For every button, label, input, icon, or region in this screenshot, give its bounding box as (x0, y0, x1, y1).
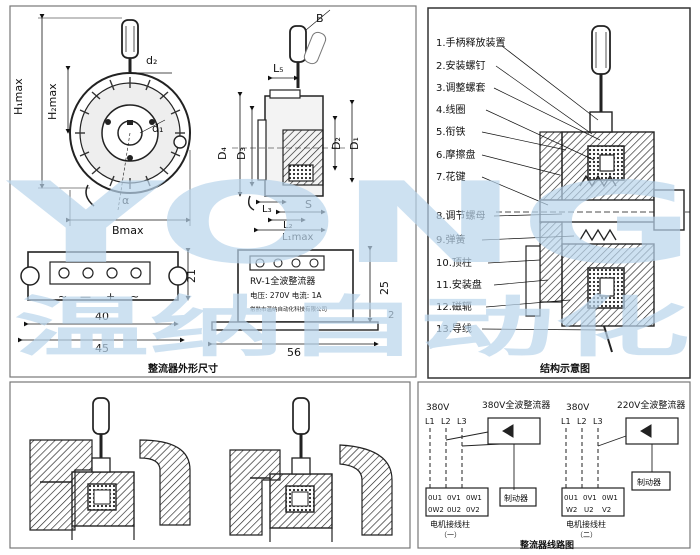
brake-front-view (38, 14, 191, 226)
wiring1-b3: 0V2 (466, 506, 480, 514)
wiring1-label: 电机接线柱 (430, 519, 470, 529)
watermark-latin: YONG (4, 159, 696, 289)
wiring2-rectifier: 220V全波整流器 (617, 399, 685, 411)
wiring1-l3: L3 (457, 417, 467, 426)
part-leader-lines (481, 45, 605, 331)
wiring2-brake: 制动器 (637, 477, 661, 487)
part-13: 13.导线 (436, 322, 472, 335)
wiring2-b2: U2 (584, 506, 594, 514)
rectifier-plate-title: RV-1全波整流器 (250, 275, 315, 287)
part-8: 8.调节螺母 (436, 210, 486, 222)
installation-view-left (29, 397, 191, 540)
part-12: 12.磁轭 (436, 300, 472, 313)
rectifier-sign-3: + (106, 290, 115, 303)
wiring1-l1: L1 (425, 417, 435, 426)
wiring2-t2: 0V1 (583, 494, 597, 502)
wiring1-voltage: 380V (426, 403, 450, 413)
wiring2-l2: L2 (577, 417, 587, 426)
dim-45: 45 (95, 342, 109, 355)
label-h2max: H₂max (46, 83, 59, 120)
dim-21: 21 (185, 269, 198, 283)
caption-wiring: 整流器线路图 (519, 539, 574, 551)
panel-dimensions (9, 5, 417, 378)
caption-rectifier: 整流器外形尺寸 (147, 362, 218, 375)
part-11: 11.安装盘 (436, 278, 482, 291)
rectifier-front-view (18, 248, 191, 343)
label-alpha: α (122, 194, 129, 207)
wiring1-rectifier: 380V全波整流器 (482, 399, 550, 411)
caption-structure: 结构示意图 (540, 362, 590, 375)
dim-25: 25 (378, 281, 391, 295)
label-d2-small: d₂ (146, 54, 157, 67)
part-5: 5.衔铁 (436, 125, 466, 138)
wiring-diagram-2 (561, 417, 679, 517)
rectifier-sign-2: — (80, 290, 91, 303)
wiring1-t2: 0V1 (447, 494, 461, 502)
rectifier-sign-1: ~ (58, 290, 67, 303)
wiring2-t3: 0W1 (602, 494, 618, 502)
rectifier-side-view (208, 246, 379, 347)
wiring1-b1: 0W2 (428, 506, 444, 514)
panel-installation (9, 381, 411, 549)
brake-side-view (232, 9, 355, 233)
wiring2-b1: W2 (566, 506, 577, 514)
wiring2-t1: 0U1 (564, 494, 578, 502)
wiring2-label: 电机接线柱 (566, 519, 606, 529)
part-4: 4.线圈 (436, 103, 466, 116)
wiring1-index: （一） (440, 531, 461, 539)
part-3: 3.调整螺套 (436, 81, 486, 94)
label-l5: L₅ (273, 62, 284, 75)
panel-structure (427, 7, 691, 379)
label-b: B (316, 12, 324, 25)
label-h1max: H₁max (12, 78, 25, 115)
label-l2: L₂ (283, 220, 293, 231)
part-7: 7.花键 (436, 170, 466, 183)
part-10: 10.顶柱 (436, 256, 472, 269)
part-1: 1.手柄释放装置 (436, 36, 506, 49)
label-l1max: L₁max (282, 232, 313, 243)
wiring1-brake: 制动器 (504, 493, 528, 503)
panel-wiring (417, 381, 691, 549)
label-bmax: Bmax (112, 224, 144, 237)
label-d1-cap: D₁ (348, 137, 361, 150)
part-2: 2.安装螺钉 (436, 59, 486, 72)
label-d1-small: d₁ (152, 122, 163, 135)
dim-40: 40 (95, 310, 109, 323)
wiring-diagram-1 (425, 417, 541, 517)
label-l3: L₃ (262, 204, 272, 215)
rectifier-plate-spec: 电压: 270V 电流: 1A (250, 290, 322, 300)
wiring1-t1: 0U1 (428, 494, 442, 502)
rectifier-sign-4: ~ (130, 290, 139, 303)
watermark-chinese: 温纳自动化 (14, 289, 690, 366)
rectifier-plate-maker: 常熟市温纳自动化科技有限公司 (250, 305, 327, 313)
part-6: 6.摩擦盘 (436, 148, 476, 161)
wiring2-b3: V2 (602, 506, 611, 514)
wiring2-voltage: 380V (566, 403, 590, 413)
wiring1-l2: L2 (441, 417, 451, 426)
dim-2: 2 (388, 310, 394, 321)
label-d3: D₃ (235, 147, 248, 160)
parts-list: 1.手柄释放装置 2.安装螺钉 3.调整螺套 4.线圈 5.衔铁 6.摩擦盘 7… (436, 36, 506, 335)
wiring2-l1: L1 (561, 417, 571, 426)
label-d2-cap: D₂ (330, 137, 343, 150)
wiring2-index: （二） (576, 531, 597, 539)
part-9: 9.弹簧 (436, 233, 466, 246)
label-s: S (305, 198, 312, 211)
label-d4: D₄ (216, 147, 229, 160)
wiring1-b2: 0U2 (447, 506, 461, 514)
structure-section-view (496, 25, 690, 353)
wiring1-t3: 0W1 (466, 494, 482, 502)
wiring2-l3: L3 (593, 417, 603, 426)
installation-view-right (229, 397, 393, 542)
dim-56: 56 (287, 346, 301, 359)
